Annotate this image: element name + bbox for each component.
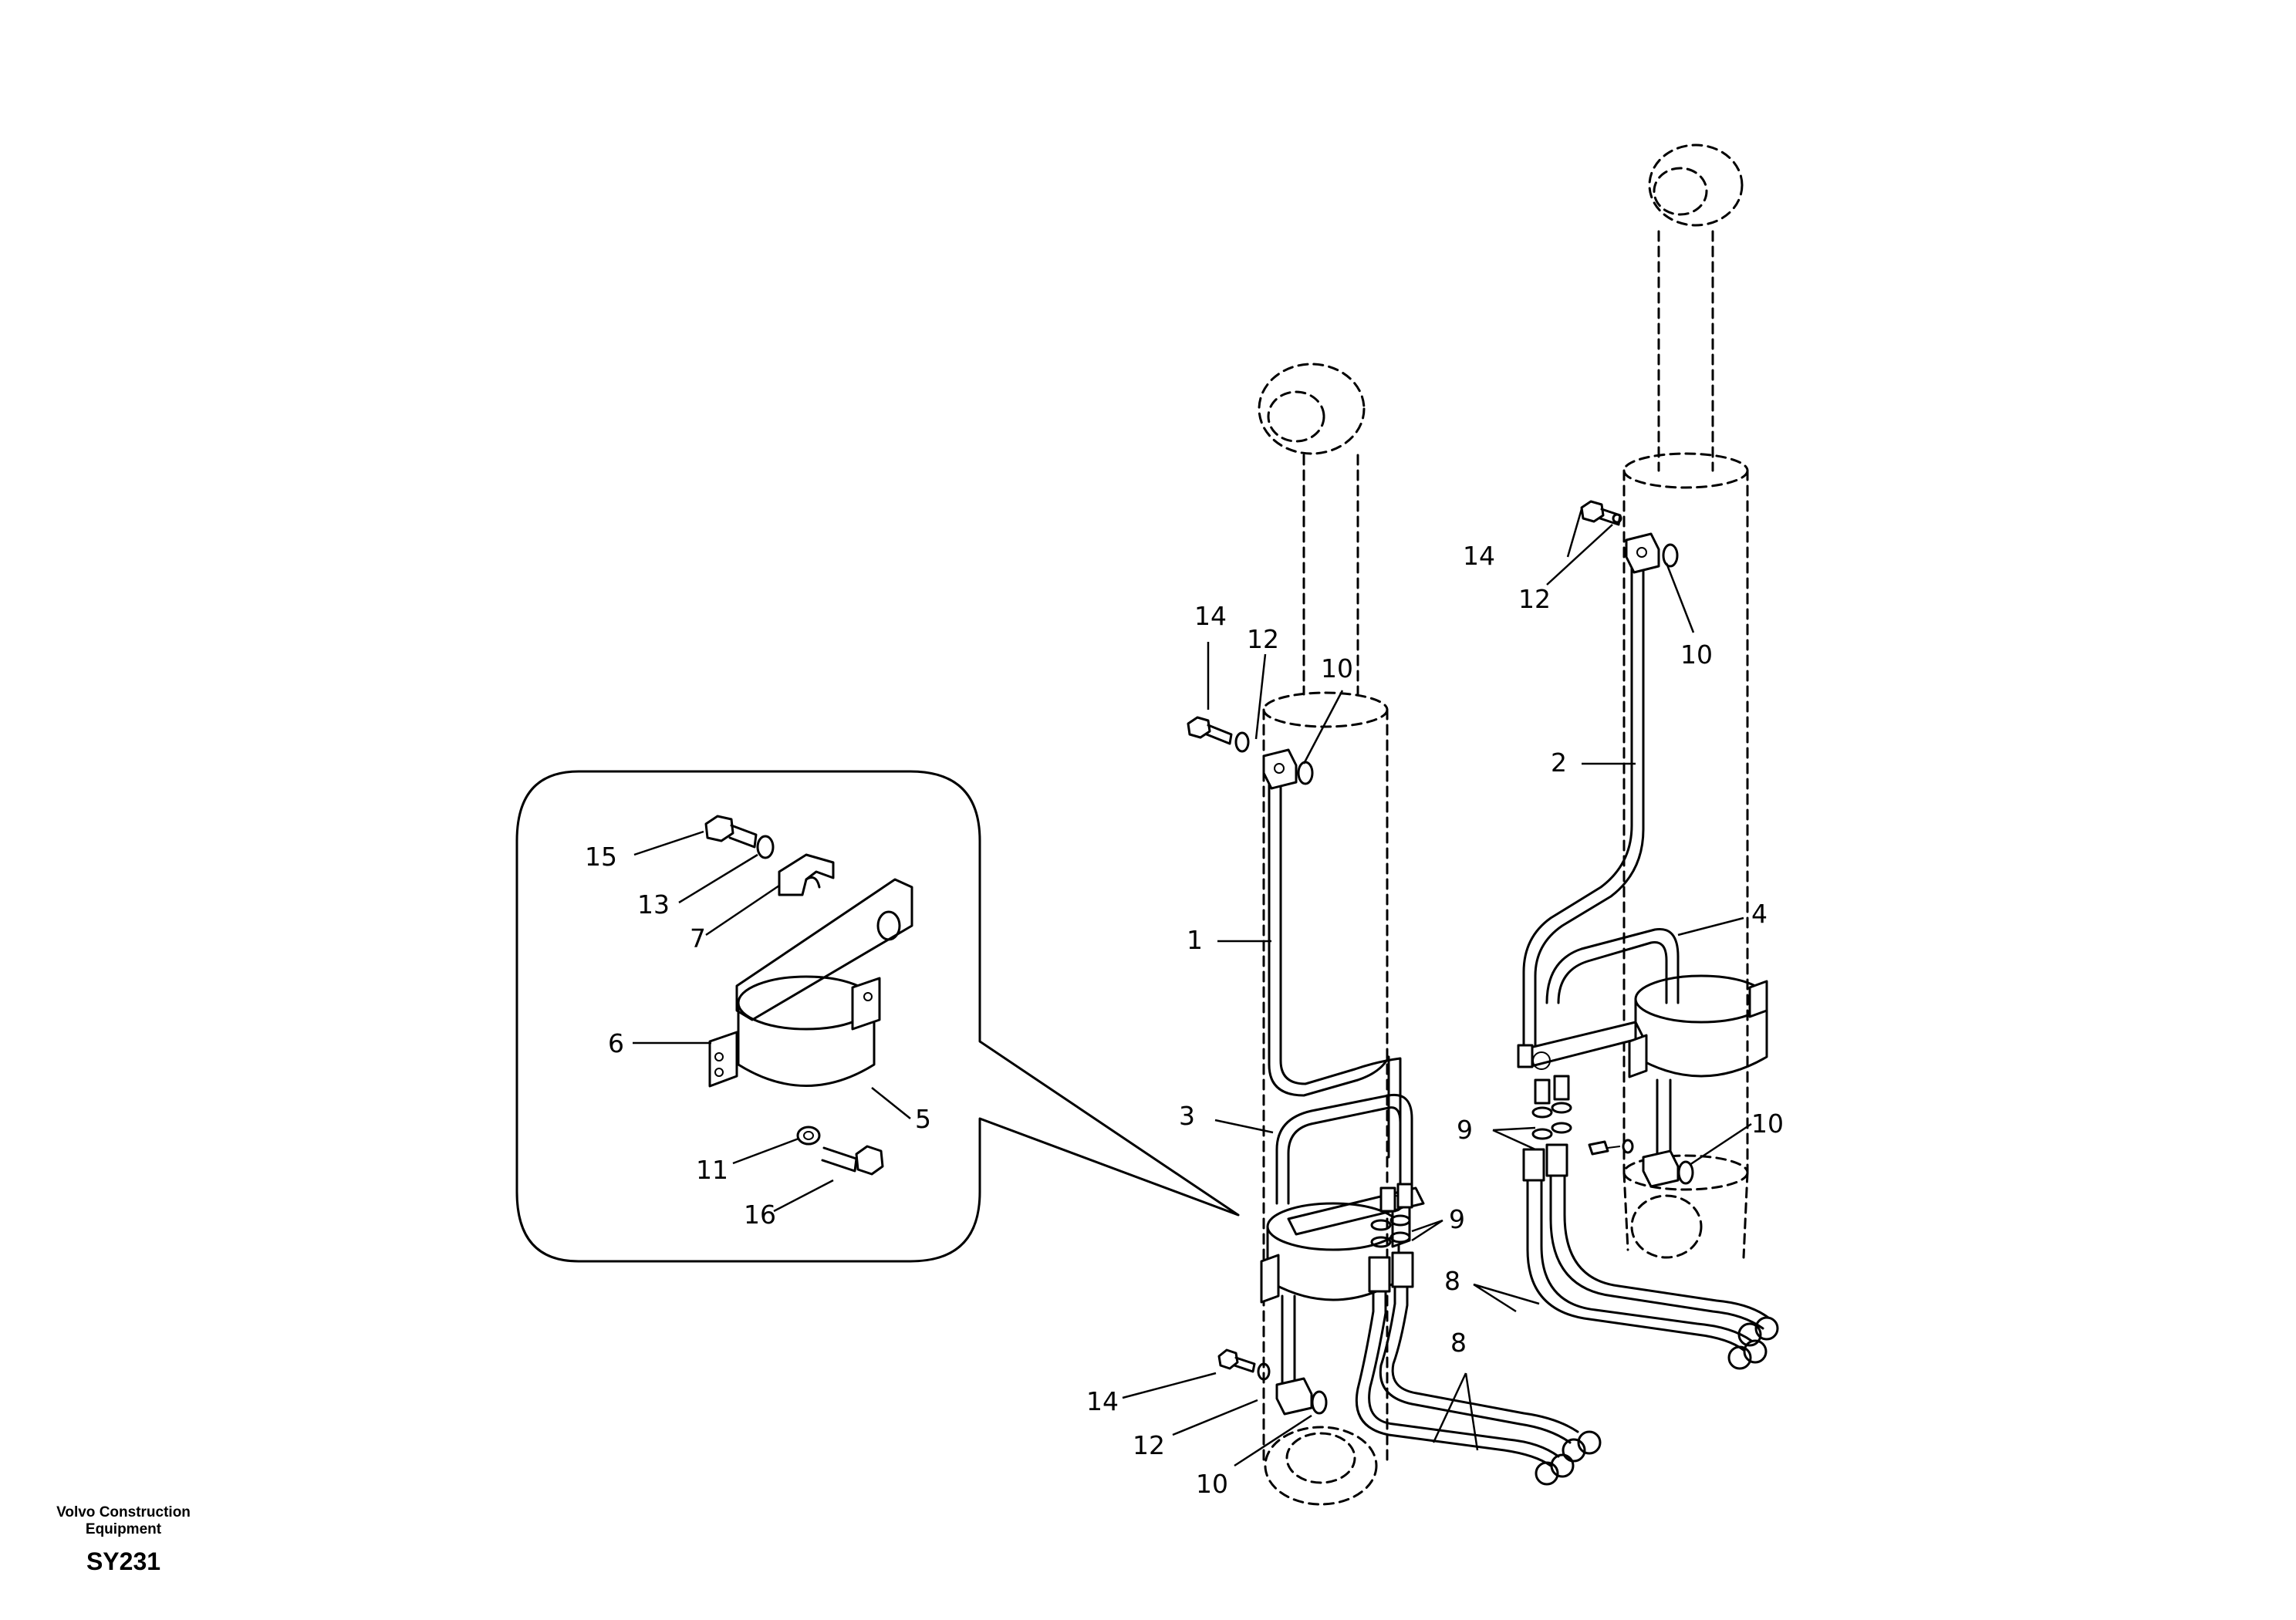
- callout-14-right: 14: [1463, 541, 1495, 571]
- footer-brand: Volvo Construction Equipment SY231: [31, 1504, 216, 1576]
- right-nipples: [1531, 1075, 1572, 1140]
- callout-4: 4: [1751, 899, 1768, 929]
- left-block-bottom: [1275, 1377, 1328, 1416]
- callout-10-bottom: 10: [1196, 1469, 1228, 1499]
- callout-3: 3: [1179, 1101, 1195, 1131]
- callout-10-right: 10: [1680, 640, 1713, 670]
- left-block-top: [1262, 748, 1314, 790]
- right-pipe-2: [1522, 554, 1645, 1058]
- detail-bolt-16: [821, 1145, 884, 1176]
- callout-13: 13: [637, 889, 670, 920]
- right-bolt-14: [1580, 500, 1622, 526]
- callout-5: 5: [915, 1104, 931, 1134]
- detail-clamp: [708, 878, 913, 1088]
- footer-line-2: Equipment: [85, 1521, 162, 1537]
- callout-12-top: 12: [1247, 624, 1279, 654]
- right-block-top: [1625, 532, 1679, 574]
- callout-6: 6: [608, 1028, 624, 1058]
- right-clamp: [1517, 974, 1768, 1078]
- left-bolt-14-top: [1187, 716, 1250, 753]
- footer-line-1: Volvo Construction: [56, 1504, 191, 1520]
- detail-bolt-15: [704, 815, 775, 859]
- detail-callout: [515, 770, 1240, 1263]
- callout-14-top: 14: [1194, 601, 1227, 631]
- right-cylinder-phantom: [1622, 143, 1749, 1259]
- callout-7: 7: [690, 923, 706, 953]
- callout-10-top: 10: [1321, 653, 1353, 683]
- callout-labels: 14 12 10 14 12 10 2 4 1 3 9 9 10 8 8 14 …: [585, 541, 1784, 1499]
- diagram-code: SY231: [86, 1547, 161, 1575]
- left-pipe-1: [1268, 778, 1402, 1159]
- left-bolt-14-bottom: [1217, 1348, 1271, 1381]
- detail-washer-11: [796, 1126, 821, 1146]
- callout-8-left: 8: [1450, 1328, 1467, 1358]
- callout-9-right: 9: [1457, 1115, 1473, 1145]
- detail-plate-7: [778, 853, 835, 896]
- right-block-bottom: [1588, 1139, 1694, 1188]
- right-pipe-4: [1545, 927, 1680, 1163]
- callout-11: 11: [696, 1155, 728, 1185]
- callout-9-left: 9: [1449, 1204, 1465, 1234]
- callout-12-bottom: 12: [1133, 1430, 1165, 1460]
- callout-8-right: 8: [1444, 1266, 1460, 1296]
- left-hoses-8: [1355, 1251, 1602, 1486]
- callout-15: 15: [585, 842, 617, 872]
- callout-2: 2: [1551, 748, 1567, 778]
- callout-14-bottom: 14: [1086, 1386, 1119, 1416]
- callout-1: 1: [1187, 925, 1203, 955]
- left-pipe-3: [1275, 1093, 1413, 1390]
- callout-12-right: 12: [1518, 584, 1551, 614]
- callout-10-right-bottom: 10: [1751, 1109, 1784, 1139]
- right-hoses-8: [1522, 1143, 1779, 1370]
- left-cylinder-phantom: [1258, 363, 1389, 1506]
- callout-16: 16: [744, 1200, 776, 1230]
- left-nipples: [1370, 1183, 1413, 1248]
- leader-lines: [633, 508, 1752, 1467]
